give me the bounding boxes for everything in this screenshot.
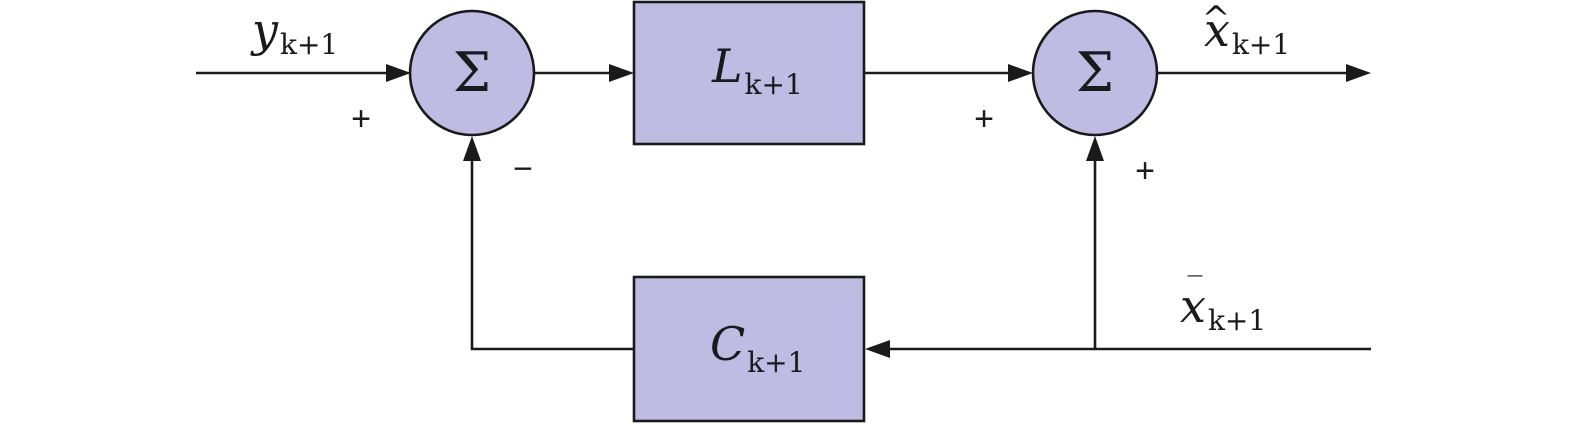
gain-symbol: L: [711, 39, 743, 93]
output-subscript: k+1: [1232, 28, 1290, 61]
right-sigma-symbol: Σ: [1076, 41, 1114, 104]
right-prior-sign: +: [1135, 152, 1155, 190]
gain-label: Lk+1: [711, 39, 803, 101]
output-symbol: x: [1204, 3, 1230, 57]
prior-subscript: k+1: [1208, 304, 1266, 337]
prior-branch-arrowhead: [1086, 136, 1104, 161]
input-subscript: k+1: [280, 28, 338, 61]
left-feedback-sign: −: [513, 150, 533, 188]
measurement-symbol: C: [710, 317, 745, 371]
input-symbol: y: [250, 3, 279, 57]
left-summing-node: [408, 9, 536, 137]
left-input-sign: +: [351, 100, 371, 138]
gain-block: [632, 0, 866, 146]
measurement-block: [632, 275, 866, 423]
prior-signal-label: xk+1: [1180, 279, 1266, 337]
right-input-sign: +: [974, 100, 994, 138]
prior-accent: ‾: [1188, 271, 1203, 306]
input-signal-label: yk+1: [250, 3, 338, 61]
gain-arrowhead: [609, 64, 634, 82]
output-signal-label: xk+1: [1204, 3, 1290, 61]
feedback-arrowhead: [463, 136, 481, 161]
output-arrowhead: [1346, 64, 1371, 82]
gain-subscript: k+1: [745, 68, 803, 101]
feedback-wire: [470, 156, 634, 351]
right-sum-arrowhead: [1008, 64, 1033, 82]
measurement-arrowhead: [865, 340, 890, 358]
measurement-label: Ck+1: [710, 317, 805, 379]
prior-symbol: x: [1180, 279, 1206, 333]
input-arrowhead: [386, 64, 411, 82]
right-summing-node: [1031, 9, 1159, 137]
measurement-subscript: k+1: [747, 346, 805, 379]
left-sigma-symbol: Σ: [453, 41, 491, 104]
output-accent: ^: [1202, 0, 1231, 39]
